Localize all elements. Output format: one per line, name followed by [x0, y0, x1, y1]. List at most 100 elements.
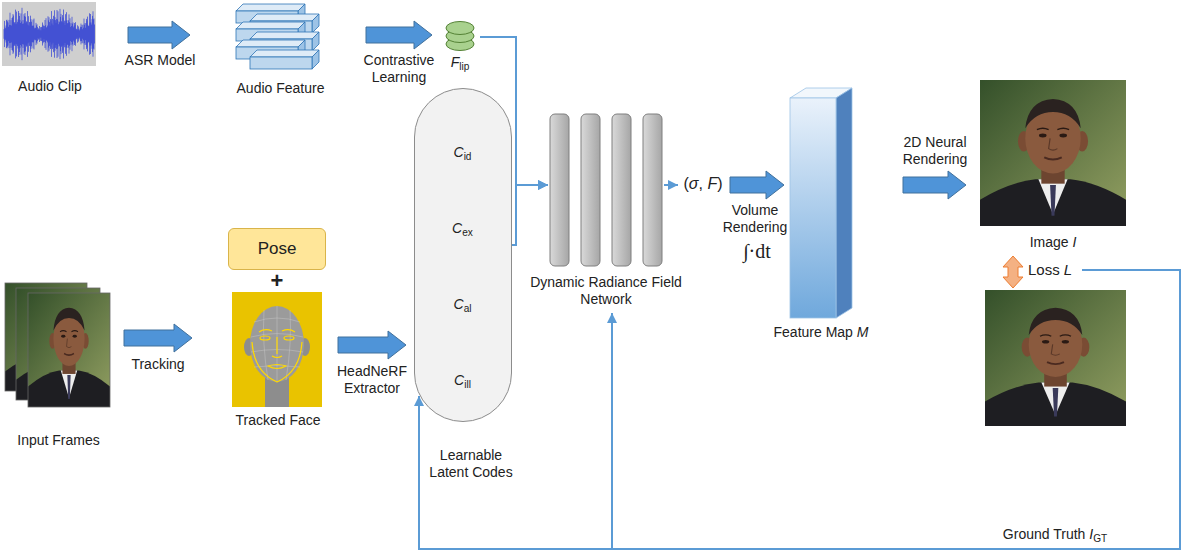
latent-code: Cill [440, 332, 486, 394]
edge-label: HeadNeRF Extractor [332, 363, 412, 397]
italic-symbol: C [454, 296, 464, 312]
slab-top [250, 14, 319, 21]
audio-feature-node: Audio Feature [228, 2, 333, 94]
feedback-branch [611, 313, 613, 549]
connector [366, 21, 432, 49]
lip-disc [446, 22, 474, 35]
network-layer [612, 114, 631, 266]
caption: Flip [430, 54, 490, 71]
caption: Ground Truth IGT [965, 526, 1145, 543]
latent-code: Cid [440, 104, 486, 166]
slab-side [312, 50, 319, 69]
rendered-photo [980, 80, 1126, 226]
network-layer [643, 114, 662, 266]
caption: Audio Feature [218, 80, 343, 97]
caption: Tracked Face [218, 412, 338, 429]
caption: Image I [1003, 234, 1103, 251]
slab-front [250, 57, 312, 69]
tracked-face-picture [232, 292, 322, 407]
edge-label: Loss L [1028, 261, 1088, 279]
italic-symbol: M [857, 324, 869, 340]
waveform [4, 8, 95, 60]
connector [124, 324, 192, 352]
label-slot: + [262, 268, 292, 294]
label-slot: Volume Rendering [720, 202, 790, 236]
caption: Cex [433, 220, 493, 237]
edge-label: 2D Neural Rendering [890, 134, 980, 168]
slab-side [312, 32, 319, 51]
connector [1003, 256, 1023, 288]
network-layer [581, 114, 600, 266]
slab-top [236, 40, 305, 47]
waveform-background [2, 2, 96, 66]
caption: Audio Clip [0, 78, 108, 95]
caption: Learnable Latent Codes [424, 447, 519, 481]
slab-top [250, 32, 319, 39]
block-arrow [730, 171, 784, 199]
slab-top [236, 22, 305, 29]
block-arrow [124, 324, 192, 352]
latent-capsule: Learnable Latent CodesCidCexCalCill [414, 88, 512, 422]
italic-symbol: L [1064, 261, 1072, 278]
network-layers [550, 114, 662, 266]
input-frames-stack [5, 283, 110, 407]
input-frames-node: Input Frames [2, 286, 115, 452]
label-slot: HeadNeRF Extractor [332, 363, 412, 397]
radiance-network: Dynamic Radiance Field Network [548, 112, 664, 312]
frame-border [28, 293, 110, 407]
box-label: Pose [258, 239, 297, 259]
block-arrow [903, 171, 966, 199]
annotation: ∫·dt [727, 239, 787, 263]
caption: Cid [433, 144, 493, 161]
caption: Cal [433, 296, 493, 313]
feedback-line [419, 270, 1180, 549]
caption: Feature Map M [756, 324, 886, 341]
block-arrow [128, 21, 190, 49]
video-frame [28, 293, 110, 407]
label-slot: Contrastive Learning [354, 52, 444, 86]
italic-symbol: I [1089, 526, 1093, 542]
italic-symbol: I [1072, 234, 1076, 250]
label-slot: ASR Model [115, 52, 205, 69]
latent-code: Cex [440, 180, 486, 242]
connector [338, 331, 406, 359]
caption: Dynamic Radiance Field Network [516, 274, 696, 308]
edge-label: ASR Model [115, 52, 205, 69]
connector [512, 185, 548, 245]
subscript: GT [1093, 533, 1107, 544]
subscript: ex [462, 226, 473, 237]
lip-feature-node: Flip [440, 22, 480, 72]
label-slot: 2D Neural Rendering [890, 134, 980, 168]
subscript: lip [459, 61, 469, 72]
italic-symbol: C [454, 144, 464, 160]
connector-line [512, 185, 548, 245]
caption: Input Frames [2, 432, 115, 449]
subscript: id [464, 150, 472, 161]
slab-top [236, 4, 305, 11]
feature-map-node: Feature Map M [786, 86, 856, 344]
connector-line [664, 184, 678, 186]
subscript: ill [464, 378, 471, 389]
edge-label: Volume Rendering [720, 202, 790, 236]
loss-arrow [1003, 256, 1023, 288]
pose-box: Pose [228, 228, 326, 270]
rendered-image-node: Image I [978, 78, 1128, 256]
label-slot: ∫·dt [727, 239, 787, 263]
annotation: + [262, 268, 292, 294]
slab-top [250, 50, 319, 57]
ground-truth-photo [985, 290, 1126, 426]
label-slot: Tracking [118, 356, 198, 373]
caption: Cill [433, 372, 493, 389]
connector [903, 171, 966, 199]
slab-front [790, 98, 836, 318]
italic-symbol: F [451, 54, 460, 70]
italic-symbol: C [452, 220, 462, 236]
subscript: al [464, 302, 472, 313]
block-arrow [366, 21, 432, 49]
connector [128, 21, 190, 49]
network-layer [550, 114, 569, 266]
slab-side [312, 14, 319, 33]
audio-feature-stack [236, 4, 319, 69]
ground-truth-node: Ground Truth IGT [983, 288, 1128, 428]
